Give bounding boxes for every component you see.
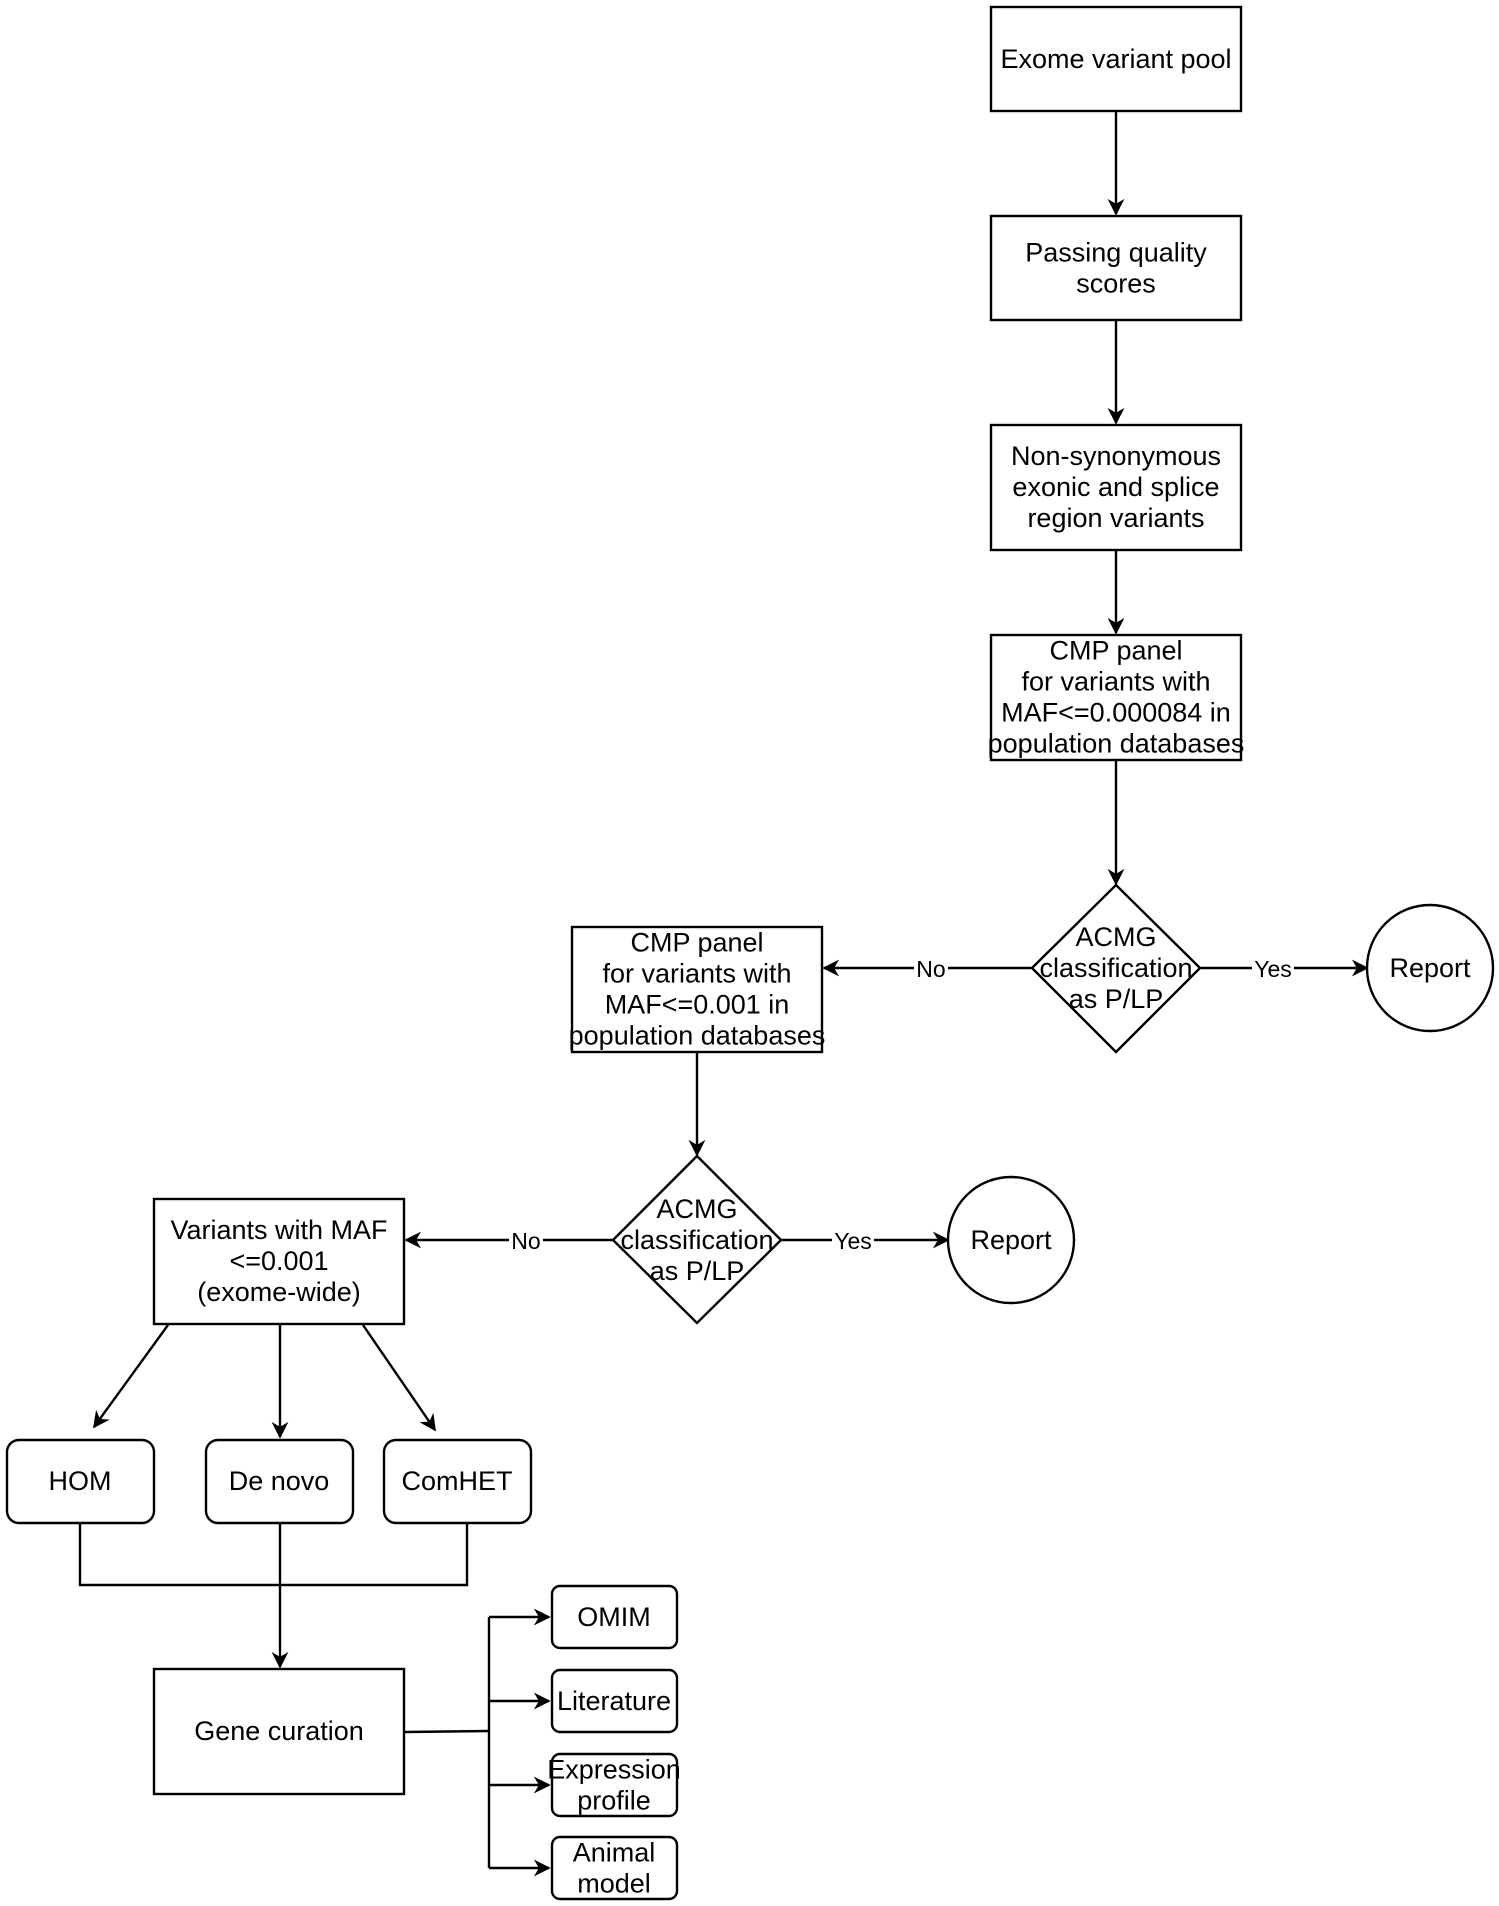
node-de-novo: De novo <box>204 1438 355 1525</box>
node-text-line: population databases <box>569 1021 826 1051</box>
node-text-line: population databases <box>988 729 1245 759</box>
svg-text:Gene curation: Gene curation <box>194 1716 364 1746</box>
edge-label-acmg2-yes: Yes <box>834 1228 872 1254</box>
node-text-line: scores <box>1076 269 1156 299</box>
edge-exome-wide-to-hom <box>93 1324 169 1429</box>
node-text-line: classification <box>1039 953 1192 983</box>
node-text-line: Exome variant pool <box>1000 44 1231 74</box>
node-text-line: Expression <box>547 1755 681 1785</box>
node-text-line: Variants with MAF <box>170 1215 387 1245</box>
node-text-line: MAF<=0.000084 in <box>1001 698 1231 728</box>
node-text-line: Literature <box>557 1686 671 1716</box>
svg-text:Exome variant pool: Exome variant pool <box>1000 44 1231 74</box>
node-text-line: as P/LP <box>650 1256 745 1286</box>
node-comhet: ComHET <box>382 1438 533 1525</box>
node-report-1: Report <box>1365 903 1495 1033</box>
node-text-line: (exome-wide) <box>197 1277 361 1307</box>
svg-text:Literature: Literature <box>557 1686 671 1716</box>
node-text-line: as P/LP <box>1069 984 1164 1014</box>
node-text-line: Passing quality <box>1025 238 1207 268</box>
node-text-line: ACMG <box>657 1194 738 1224</box>
node-text-line: model <box>577 1869 651 1899</box>
node-report-2: Report <box>946 1175 1076 1305</box>
node-text-line: Report <box>970 1225 1052 1255</box>
edge-label-acmg2-no: No <box>511 1228 540 1254</box>
node-omim: OMIM <box>550 1584 679 1650</box>
node-text-line: profile <box>577 1786 651 1816</box>
node-text-line: ComHET <box>401 1466 512 1496</box>
node-text-line: HOM <box>49 1466 112 1496</box>
node-text-line: exonic and splice <box>1012 472 1219 502</box>
node-text-line: Gene curation <box>194 1716 364 1746</box>
node-gene-curation: Gene curation <box>152 1667 406 1796</box>
svg-text:HOM: HOM <box>49 1466 112 1496</box>
node-text-line: CMP panel <box>630 928 763 958</box>
svg-text:De novo: De novo <box>229 1466 330 1496</box>
node-text-line: Animal <box>573 1838 656 1868</box>
node-text-line: for variants with <box>1021 667 1210 697</box>
edge-labels: Yes No Yes No <box>509 955 1294 1254</box>
edge-curation-to-branch <box>404 1729 490 1734</box>
edge-label-acmg1-no: No <box>916 956 945 982</box>
node-exome-variant-pool: Exome variant pool <box>989 5 1243 113</box>
node-text-line: Report <box>1389 953 1471 983</box>
edge-exome-wide-to-comhet <box>362 1324 436 1432</box>
node-exome-wide-variants: Variants with MAF<=0.001(exome-wide) <box>152 1197 406 1326</box>
node-text-line: classification <box>620 1225 773 1255</box>
svg-text:Report: Report <box>970 1225 1052 1255</box>
node-text-line: ACMG <box>1076 922 1157 952</box>
node-text-line: for variants with <box>602 959 791 989</box>
svg-text:OMIM: OMIM <box>577 1602 651 1632</box>
node-text-line: CMP panel <box>1049 636 1182 666</box>
svg-text:Report: Report <box>1389 953 1471 983</box>
node-text-line: OMIM <box>577 1602 651 1632</box>
node-hom: HOM <box>5 1438 156 1525</box>
node-text-line: MAF<=0.001 in <box>605 990 790 1020</box>
svg-text:ComHET: ComHET <box>401 1466 512 1496</box>
edge-merge-connector <box>78 1523 469 1587</box>
node-text-line: <=0.001 <box>229 1246 328 1276</box>
node-text-line: region variants <box>1027 503 1204 533</box>
node-literature: Literature <box>550 1668 679 1734</box>
node-text-line: De novo <box>229 1466 330 1496</box>
edge-label-acmg1-yes: Yes <box>1254 956 1292 982</box>
svg-text:Variants with MAF<=0.001(exome: Variants with MAF<=0.001(exome-wide) <box>170 1215 387 1307</box>
node-text-line: Non-synonymous <box>1011 441 1221 471</box>
